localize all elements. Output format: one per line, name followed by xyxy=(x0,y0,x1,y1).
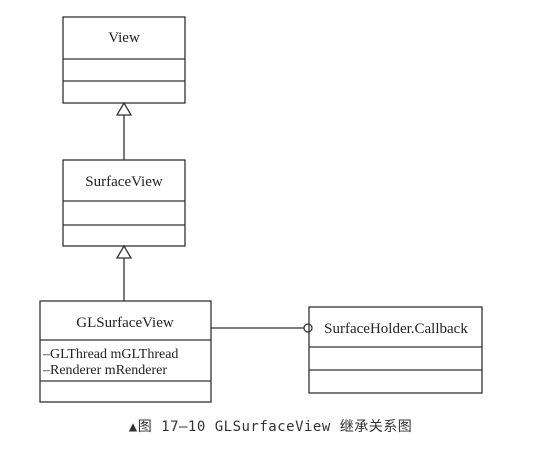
class-view-name: View xyxy=(108,30,140,46)
class-surfaceview-box xyxy=(62,159,186,247)
class-surfaceview-name: SurfaceView xyxy=(85,174,163,190)
inheritance-surfaceview-view xyxy=(115,101,133,160)
class-glsurfaceview-attribute-glthread: –GLThread mGLThread xyxy=(42,347,178,362)
inheritance-glsurfaceview-surfaceview xyxy=(115,244,133,301)
class-glsurfaceview-attribute-renderer: –Renderer mRenderer xyxy=(42,363,167,378)
class-surfaceview xyxy=(62,159,186,247)
class-callback-name: SurfaceHolder.Callback xyxy=(324,321,468,337)
interface-lollipop-circle xyxy=(303,323,313,333)
class-glsurfaceview-name: GLSurfaceView xyxy=(76,315,174,331)
class-glsurfaceview-box xyxy=(39,300,212,403)
class-callback-box xyxy=(308,306,483,394)
class-glsurfaceview xyxy=(39,300,212,403)
class-surfaceholder-callback xyxy=(308,306,483,394)
figure-caption: ▲图 17–10 GLSurfaceView 继承关系图 xyxy=(128,419,413,435)
realization-glsurfaceview-callback xyxy=(211,323,313,333)
inheritance-arrowhead-2 xyxy=(115,244,133,259)
inheritance-arrowhead-1 xyxy=(115,101,133,116)
